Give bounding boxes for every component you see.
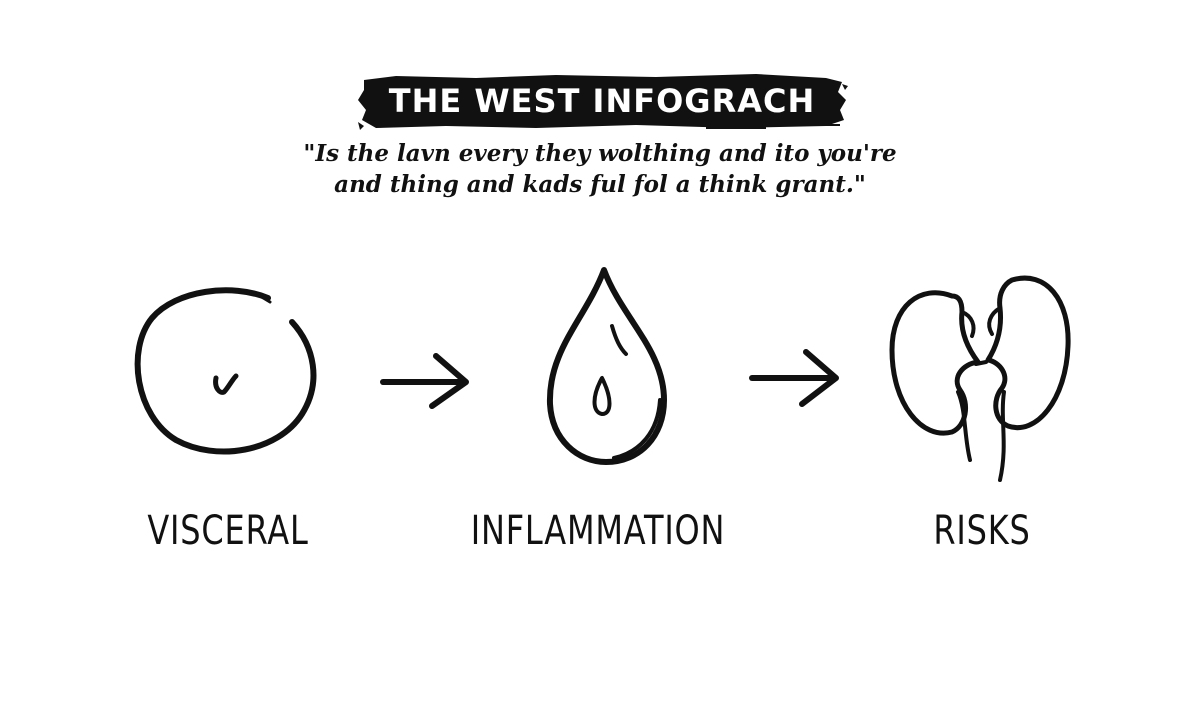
quote-line-2: and thing and kads ful fol a think grant…: [334, 171, 866, 198]
arrow-icon-1: [380, 353, 469, 409]
quote-text: "Is the lavn every they wolthing and ito…: [300, 138, 900, 200]
step-label-visceral: VISCERAL: [147, 508, 309, 554]
arrow-icon-2: [749, 349, 839, 407]
step-label-risks: RISKS: [933, 508, 1031, 554]
step-label-inflammation: INFLAMMATION: [470, 508, 726, 554]
drop-icon: [546, 267, 667, 465]
kidneys-icon: [889, 275, 1071, 482]
banner-brush-stroke: [358, 74, 848, 130]
belly-icon: [134, 287, 317, 455]
quote-line-1: "Is the lavn every they wolthing and ito…: [303, 140, 897, 167]
title-banner: THE WEST INFOGRACH: [356, 70, 848, 132]
page-title: THE WEST INFOGRACH: [388, 82, 816, 120]
